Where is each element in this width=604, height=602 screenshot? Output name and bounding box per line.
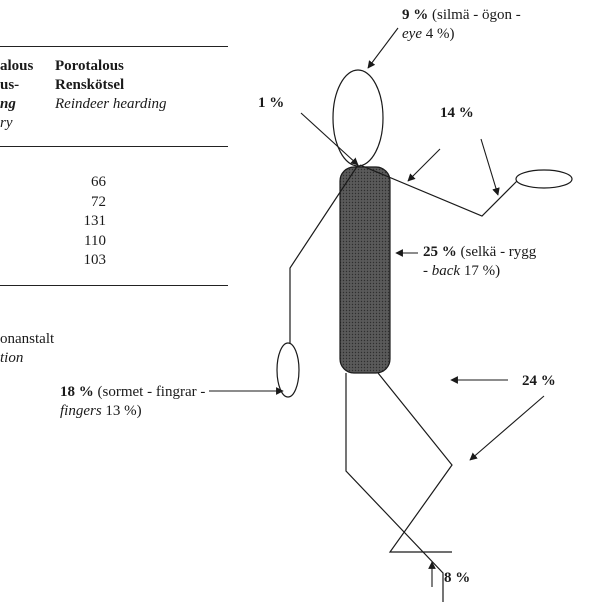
- right-leg: [378, 373, 452, 552]
- foot-pct: 8 %: [444, 570, 470, 586]
- eye-arrow: [368, 28, 398, 68]
- eye-text2: 4 %): [422, 26, 455, 42]
- foot-label: 8 %: [444, 569, 470, 588]
- torso: [340, 167, 390, 373]
- back-label: 25 % (selkä - rygg - back 17 %): [423, 243, 536, 281]
- left-leg: [346, 373, 443, 602]
- eye-label: 9 % (silmä - ögon - eye 4 %): [402, 6, 521, 44]
- fingers-text1: (sormet - fingrar -: [94, 384, 206, 400]
- neck-arrow: [301, 113, 358, 165]
- arm-label: 14 %: [440, 104, 474, 123]
- leg-pct: 24 %: [522, 373, 556, 389]
- eye-text2-italic: eye: [402, 26, 422, 42]
- fingers-pct: 18 %: [60, 384, 94, 400]
- back-text2-pre: -: [423, 263, 432, 279]
- left-hand: [277, 343, 299, 397]
- neck-pct: 1 %: [258, 95, 284, 111]
- leg-label: 24 %: [522, 372, 556, 391]
- right-hand: [516, 170, 572, 188]
- eye-pct: 9 %: [402, 7, 428, 23]
- neck-label: 1 %: [258, 94, 284, 113]
- head: [333, 70, 383, 166]
- arm-arrow-2: [481, 139, 498, 195]
- fingers-label: 18 % (sormet - fingrar - fingers 13 %): [60, 383, 205, 421]
- fingers-text2: 13 %): [102, 403, 142, 419]
- leg-arrow-2: [470, 396, 544, 460]
- fingers-text2-italic: fingers: [60, 403, 102, 419]
- arm-pct: 14 %: [440, 105, 474, 121]
- back-text2-italic: back: [432, 263, 460, 279]
- back-text2: 17 %): [460, 263, 500, 279]
- arm-arrow-1: [408, 149, 440, 181]
- eye-text1: (silmä - ögon -: [428, 7, 520, 23]
- back-pct: 25 %: [423, 244, 457, 260]
- back-text1: (selkä - rygg: [457, 244, 537, 260]
